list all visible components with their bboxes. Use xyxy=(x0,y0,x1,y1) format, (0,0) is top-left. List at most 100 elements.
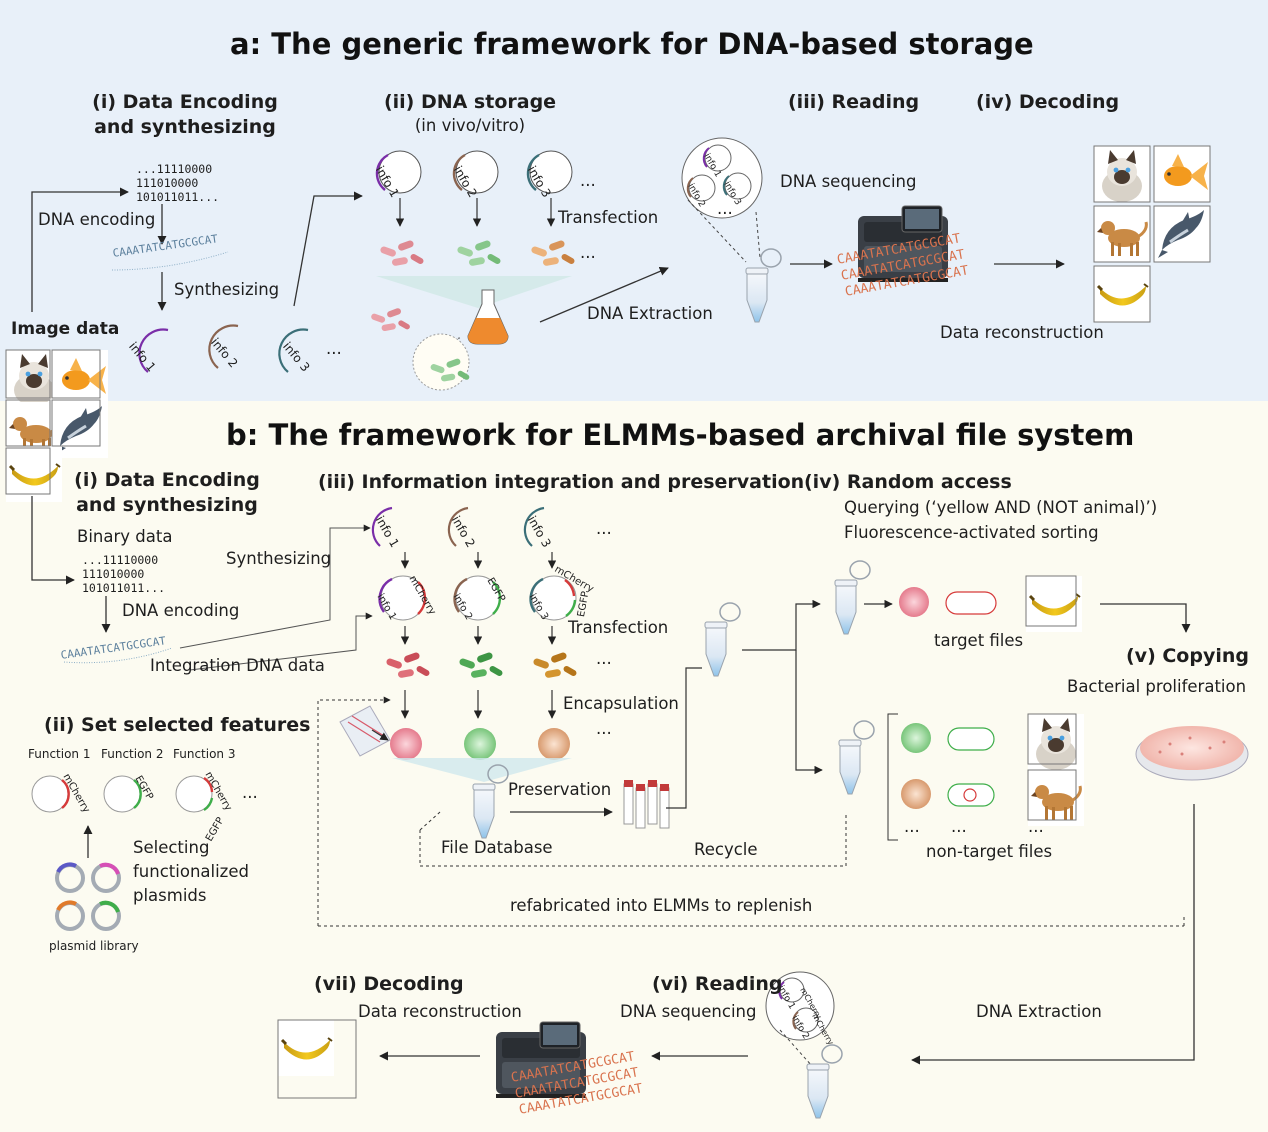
nontarget-ellipsis-2: ... xyxy=(951,817,967,836)
function1-label: Function 1 xyxy=(28,747,91,761)
plasmid-icon xyxy=(378,150,422,194)
banana-icon xyxy=(1092,264,1152,324)
pool-ellipsis: ... xyxy=(717,199,733,218)
step-a1-title: (i) Data Encoding and synthesizing xyxy=(90,91,280,139)
step-b7-title: (vii) Decoding xyxy=(314,973,464,995)
step-a1-line1: (i) Data Encoding xyxy=(92,91,278,113)
panel-b-title: b: The framework for ELMMs-based archiva… xyxy=(226,418,1135,452)
dna-extraction-label-a: DNA Extraction xyxy=(587,304,713,323)
step-a4-title: (iv) Decoding xyxy=(976,91,1120,113)
plasmid-icon xyxy=(455,150,499,194)
step-a2-title: (ii) DNA storage (in vivo/vitro) xyxy=(375,91,565,136)
dna-extraction-label-b: DNA Extraction xyxy=(976,1002,1102,1021)
plasmid-library-icon xyxy=(55,862,121,931)
panel-a-background xyxy=(0,0,1268,401)
binary-data-a: ...11110000 111010000 101011011... xyxy=(136,162,220,204)
plasmid-icon xyxy=(529,575,577,621)
nontarget-ellipsis-3: ... xyxy=(1028,817,1044,836)
query-label: Querying (‘yellow AND (NOT animal)’) xyxy=(844,498,1158,517)
ellipsis-a1: ... xyxy=(326,339,342,358)
bacteria-icon xyxy=(458,651,504,679)
bacteria-icon xyxy=(456,239,502,267)
tube-icon xyxy=(838,720,875,795)
plasmid-icon xyxy=(529,150,573,194)
ellipsis-a2: ... xyxy=(580,171,596,190)
step-b1-line1: (i) Data Encoding xyxy=(74,469,260,491)
step-a3-title: (iii) Reading xyxy=(788,91,920,113)
magnified-bacteria-icon xyxy=(412,333,470,391)
arrow-synthesizing xyxy=(179,524,371,649)
selecting-line2: functionalized xyxy=(133,862,249,881)
facs-label: Fluorescence-activated sorting xyxy=(844,523,1099,542)
tube-icon xyxy=(834,560,871,635)
dna-sequencing-label-a: DNA sequencing xyxy=(780,172,917,191)
refabricated-label: refabricated into ELMMs to replenish xyxy=(510,896,813,915)
tube-icon xyxy=(745,248,782,323)
non-target-files-label: non-target files xyxy=(926,842,1053,861)
data-reconstruction-label-a: Data reconstruction xyxy=(940,323,1104,342)
image-data-label: Image data xyxy=(11,319,120,339)
dolphin-icon xyxy=(1152,204,1212,264)
recycle-path xyxy=(419,812,847,867)
info2-arc-icon xyxy=(208,324,239,369)
tube-icon xyxy=(806,1044,843,1119)
step-b3-title: (iii) Information integration and preser… xyxy=(318,471,805,493)
step-b1-line2: and synthesizing xyxy=(76,493,258,516)
selecting-line3: plasmids xyxy=(133,886,207,905)
ellipsis-b3: ... xyxy=(596,719,612,738)
bacteria-icon xyxy=(385,651,431,679)
step-b5-title: (v) Copying xyxy=(1126,645,1249,667)
dna-encoding-label-a: DNA encoding xyxy=(38,210,156,229)
transfection-label-b: Transfection xyxy=(568,618,669,637)
banana-icon xyxy=(276,1018,336,1078)
panel-a-title: a: The generic framework for DNA-based s… xyxy=(230,27,1034,61)
ellipsis-b1: ... xyxy=(596,519,612,538)
file-database-label: File Database xyxy=(441,838,553,857)
plasmid-icon xyxy=(175,775,213,813)
binary-data-b: ...11110000 111010000 101011011... xyxy=(82,553,166,595)
recycle-label: Recycle xyxy=(694,840,758,859)
petri-dish-icon xyxy=(1135,726,1249,781)
microbead-icon xyxy=(390,728,422,760)
microbead-icon xyxy=(899,587,929,617)
bacteria-icon xyxy=(532,651,578,679)
arrow-integration xyxy=(189,612,373,671)
dog-icon xyxy=(1092,204,1152,264)
bacterium-cell-icon xyxy=(945,591,997,615)
nontarget-ellipsis-1: ... xyxy=(904,817,920,836)
step-a2-line1: (ii) DNA storage xyxy=(383,91,557,113)
function-ellipsis: ... xyxy=(242,783,258,802)
microbead-icon xyxy=(901,723,931,753)
tube-icon xyxy=(704,602,741,677)
microbead-icon xyxy=(901,779,931,809)
info1-arc-icon xyxy=(138,328,169,373)
integration-label: Integration DNA data xyxy=(150,656,325,675)
synthesizing-label-b: Synthesizing xyxy=(226,549,332,568)
microbead-icon xyxy=(464,728,496,760)
vials-icon xyxy=(623,780,670,829)
goldfish-icon xyxy=(1154,146,1210,202)
plasmid-icon xyxy=(453,575,502,621)
function2-label: Function 2 xyxy=(101,747,164,761)
dna-encoding-label-b: DNA encoding xyxy=(122,601,240,620)
target-files-label: target files xyxy=(934,631,1024,650)
binary-data-label: Binary data xyxy=(77,527,173,546)
arrow-extraction xyxy=(539,266,669,323)
step-b1-title: (i) Data Encoding and synthesizing xyxy=(72,469,262,517)
dna-sequencing-label-b: DNA sequencing xyxy=(620,1002,757,1021)
siamese-cat-icon xyxy=(1094,146,1150,202)
step-b4-title: (iv) Random access xyxy=(804,471,1012,493)
ellipsis-b2: ... xyxy=(596,649,612,668)
step-a2-line2: (in vivo/vitro) xyxy=(414,115,526,135)
bacteria-icon xyxy=(530,239,576,267)
ellipsis-a3: ... xyxy=(580,243,596,262)
selecting-line1: Selecting xyxy=(133,838,210,857)
banana-icon xyxy=(1024,574,1084,634)
chip-icon xyxy=(339,705,391,757)
plasmid-icon xyxy=(378,575,427,621)
bacteria-icon xyxy=(379,239,425,267)
plasmid-library-label: plasmid library xyxy=(49,939,139,953)
preservation-label: Preservation xyxy=(508,780,612,799)
